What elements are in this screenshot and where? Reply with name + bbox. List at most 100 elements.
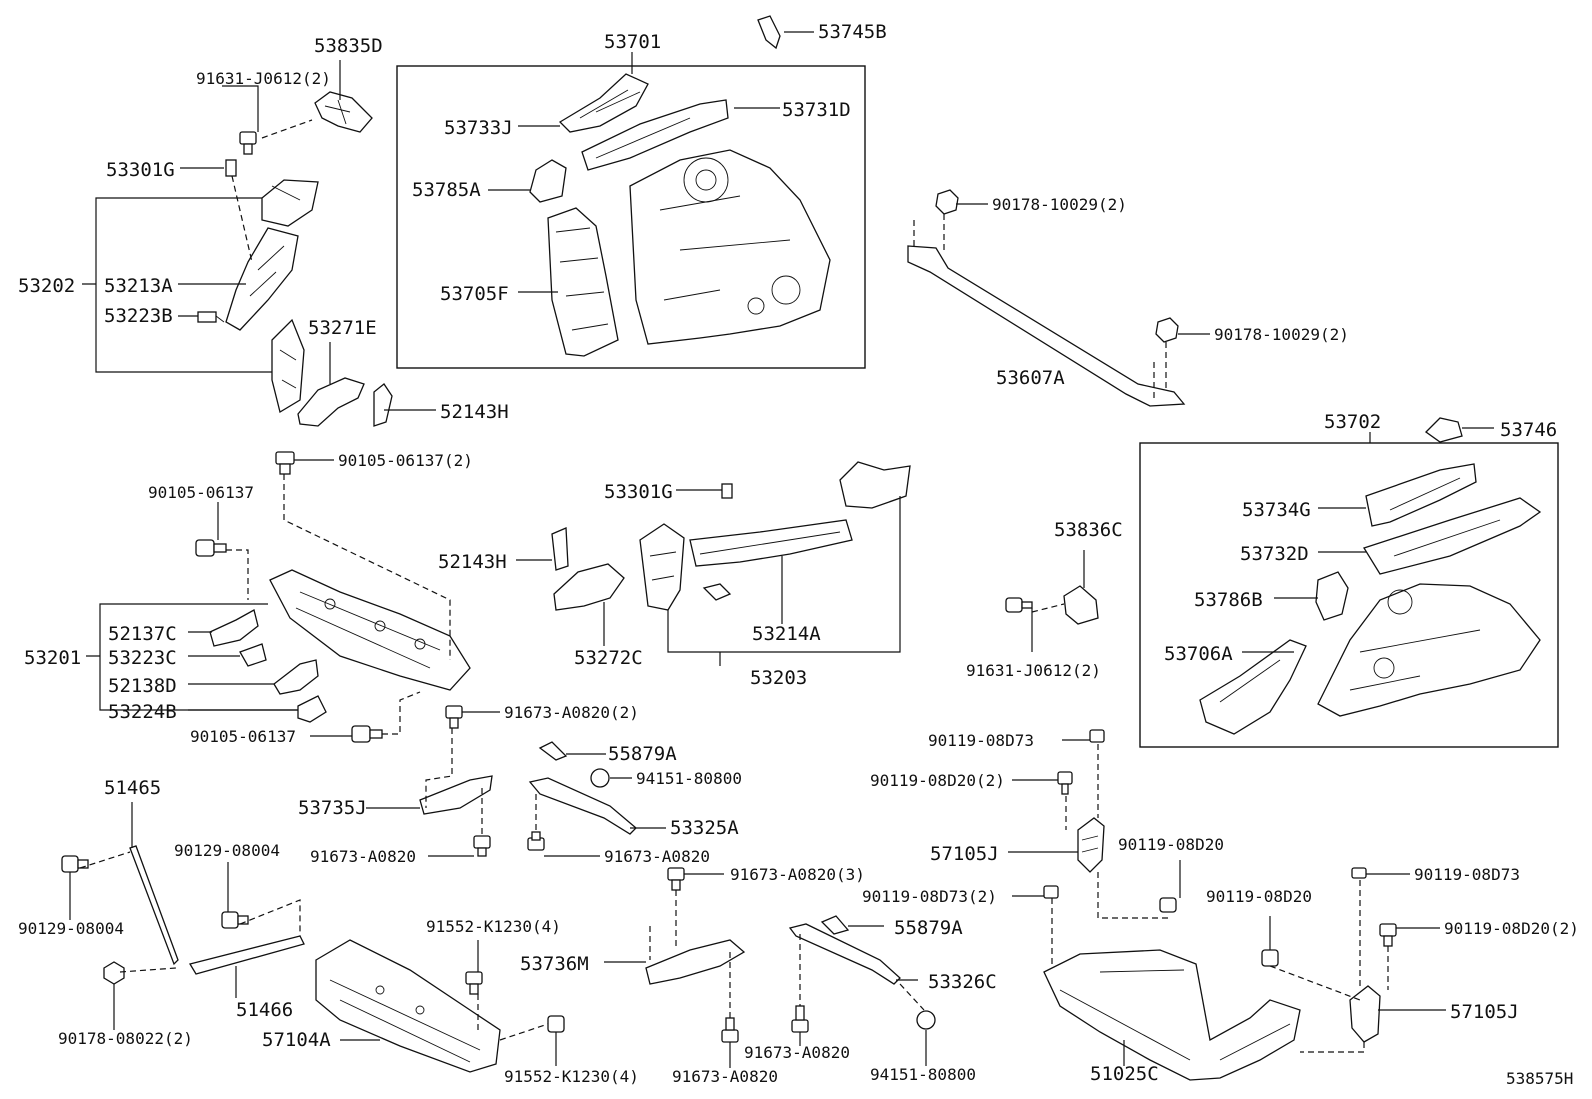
- label-53734g: 53734G: [1242, 499, 1311, 521]
- part-53326c: [788, 923, 901, 985]
- part-51466: [188, 935, 305, 975]
- label-90178-10029-2-a: 90178-10029(2): [992, 195, 1127, 214]
- label-52143h-top: 52143H: [440, 401, 509, 423]
- label-53746: 53746: [1500, 419, 1557, 441]
- label-52137c: 52137C: [108, 623, 177, 645]
- label-53203: 53203: [750, 667, 807, 689]
- part-52143h-top: [373, 383, 393, 427]
- label-90105-06137-2: 90105-06137(2): [338, 451, 473, 470]
- label-53607a: 53607A: [996, 367, 1065, 389]
- part-57104a: [315, 939, 501, 1073]
- label-53326c: 53326C: [928, 971, 997, 993]
- label-53701: 53701: [604, 31, 661, 53]
- part-bolt-91673-b: [473, 835, 491, 857]
- part-53745b: [757, 15, 781, 50]
- part-labels: 53835D 91631-J0612(2) 53301G 53202 53213…: [18, 21, 1579, 1088]
- part-53731d: [581, 99, 729, 171]
- part-53223b: [197, 311, 225, 323]
- label-90119-08d20-a: 90119-08D20: [1118, 835, 1224, 854]
- label-53301g-mid: 53301G: [604, 481, 673, 503]
- part-bolt-91673-d: [667, 867, 685, 891]
- label-53836c: 53836C: [1054, 519, 1123, 541]
- label-53835d: 53835D: [314, 35, 383, 57]
- label-91552-k1230-4-b: 91552-K1230(4): [504, 1067, 639, 1086]
- label-90105-06137-b: 90105-06137: [190, 727, 296, 746]
- group-box-53702: [1139, 442, 1559, 748]
- part-53733j: [558, 73, 649, 133]
- part-nut-90178-a: [935, 189, 959, 215]
- part-bolt-91552-a: [465, 971, 483, 995]
- part-53301g-b: [721, 483, 733, 499]
- label-91673-a0820-2: 91673-A0820(2): [504, 703, 639, 722]
- part-52143h-mid: [551, 527, 569, 571]
- label-51025c: 51025C: [1090, 1063, 1159, 1085]
- part-53705f: [547, 207, 619, 357]
- label-57105j-lower: 57105J: [1450, 1001, 1519, 1023]
- part-53271e: [297, 377, 365, 427]
- part-small-pad: [702, 583, 732, 601]
- label-90178-10029-2-b: 90178-10029(2): [1214, 325, 1349, 344]
- label-94151-80800-a: 94151-80800: [636, 769, 742, 788]
- label-53214a: 53214A: [752, 623, 821, 645]
- label-51465: 51465: [104, 777, 161, 799]
- label-91631-j0612-2-right: 91631-J0612(2): [966, 661, 1101, 680]
- label-91673-a0820-a: 91673-A0820: [310, 847, 416, 866]
- label-53731d: 53731D: [782, 99, 851, 121]
- label-53201: 53201: [24, 647, 81, 669]
- label-90119-08d20-b: 90119-08D20: [1206, 887, 1312, 906]
- part-53203-left: [639, 523, 685, 611]
- part-53607a: [907, 245, 1186, 407]
- label-53224b: 53224B: [108, 701, 177, 723]
- label-52138d: 52138D: [108, 675, 177, 697]
- label-53706a: 53706A: [1164, 643, 1233, 665]
- label-53223b: 53223B: [104, 305, 173, 327]
- part-bolt-90119-f: [1351, 867, 1367, 879]
- label-53325a: 53325A: [670, 817, 739, 839]
- part-53746: [1424, 417, 1463, 443]
- part-bolt-90129-b: [221, 911, 249, 929]
- part-52137c: [209, 609, 259, 647]
- part-bolt-90119-b: [1057, 771, 1073, 795]
- part-bolt-90105-c: [351, 725, 383, 743]
- label-90119-08d73-a: 90119-08D73: [928, 731, 1034, 750]
- part-53786b: [1315, 571, 1349, 621]
- part-53223c: [239, 643, 267, 667]
- label-91673-a0820-b: 91673-A0820: [604, 847, 710, 866]
- label-53705f: 53705F: [440, 283, 509, 305]
- label-53736m: 53736M: [520, 953, 589, 975]
- part-53701-wheelhouse: [629, 149, 831, 345]
- label-52143h-mid: 52143H: [438, 551, 507, 573]
- label-57104a: 57104A: [262, 1029, 331, 1051]
- label-53735j: 53735J: [298, 797, 367, 819]
- part-52138d: [273, 659, 319, 695]
- label-90119-08d20-2-a: 90119-08D20(2): [870, 771, 1005, 790]
- part-55879a-a: [538, 741, 568, 761]
- part-53702-wheelhouse: [1317, 583, 1541, 717]
- label-90129-08004-a: 90129-08004: [174, 841, 280, 860]
- part-bolt-90105-a: [275, 451, 295, 475]
- label-53785a: 53785A: [412, 179, 481, 201]
- leader-lines: [69, 31, 1494, 1068]
- part-53325a: [528, 777, 637, 835]
- label-53745b: 53745B: [818, 21, 887, 43]
- label-53202: 53202: [18, 275, 75, 297]
- part-bolt-91673-a: [445, 705, 463, 729]
- part-53735j: [419, 775, 493, 815]
- part-bolt-91673-e: [721, 1017, 739, 1043]
- label-53271e: 53271E: [308, 317, 377, 339]
- label-51466: 51466: [236, 999, 293, 1021]
- label-53301g-top: 53301G: [106, 159, 175, 181]
- label-57105j-upper: 57105J: [930, 843, 999, 865]
- label-53732d: 53732D: [1240, 543, 1309, 565]
- part-57105j-lower: [1349, 985, 1381, 1043]
- part-bolt-91631-left: [239, 131, 257, 155]
- part-bolt-90129-a: [61, 855, 89, 873]
- label-90119-08d73-b: 90119-08D73: [1414, 865, 1520, 884]
- label-90129-08004-b: 90129-08004: [18, 919, 124, 938]
- label-91631-j0612-2-top: 91631-J0612(2): [196, 69, 331, 88]
- part-53706a: [1199, 639, 1307, 735]
- part-bolt-91631-right: [1005, 597, 1033, 613]
- part-53835d: [314, 91, 373, 133]
